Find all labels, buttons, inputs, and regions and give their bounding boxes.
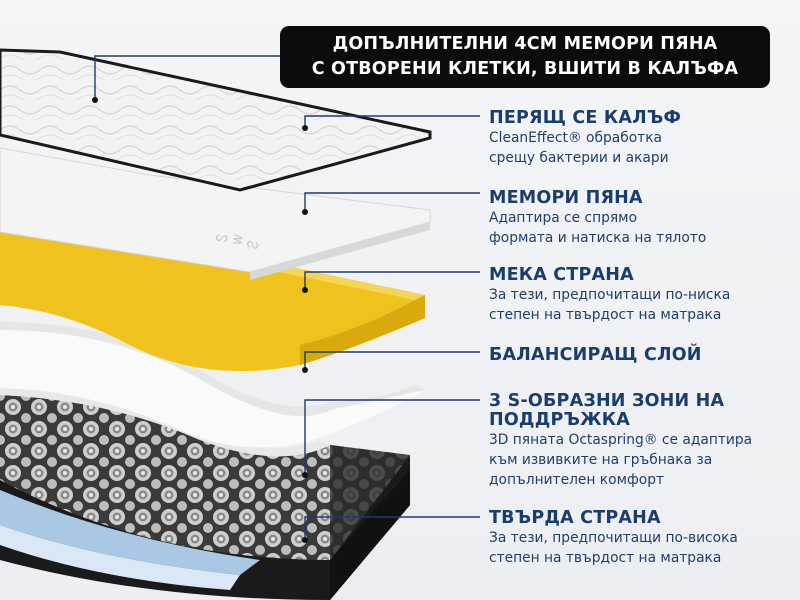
label-title: БАЛАНСИРАЩ СЛОЙ bbox=[489, 345, 702, 365]
label-title: ПЕРЯЩ СЕ КАЛЪФ bbox=[489, 108, 682, 128]
label-desc-line-2: степен на твърдост на матрака bbox=[489, 550, 722, 566]
header-banner: ДОПЪЛНИТЕЛНИ 4СМ МЕМОРИ ПЯНА С ОТВОРЕНИ … bbox=[280, 26, 770, 88]
label-desc-line-2: формата и натиска на тялото bbox=[489, 230, 707, 246]
memory-foam-layer: ᔕ ᕒ ᔓ bbox=[0, 147, 431, 280]
label-washable-cover: ПЕРЯЩ СЕ КАЛЪФ CleanEffect® обработка ср… bbox=[489, 109, 794, 168]
label-firm-side: ТВЪРДА СТРАНА За тези, предпочитащи по-в… bbox=[489, 509, 794, 568]
leader-lines bbox=[94, 55, 480, 540]
label-title: ТВЪРДА СТРАНА bbox=[489, 508, 661, 528]
label-desc-line-1: За тези, предпочитащи по-ниска bbox=[489, 287, 731, 303]
balancing-layer bbox=[0, 322, 425, 448]
header-line-1: ДОПЪЛНИТЕЛНИ 4СМ МЕМОРИ ПЯНА bbox=[332, 34, 718, 54]
label-support-zones: 3 S-ОБРАЗНИ ЗОНИ НА ПОДДРЪЖКА 3D пяната … bbox=[489, 392, 794, 490]
label-desc-line-2: срещу бактерии и акари bbox=[489, 150, 669, 166]
label-desc-line-1: Адаптира се спрямо bbox=[489, 210, 638, 226]
label-title: 3 S-ОБРАЗНИ ЗОНИ НА bbox=[489, 391, 725, 411]
label-desc-line-2: към извивките на гръбнака за bbox=[489, 452, 713, 468]
header-line-2: С ОТВОРЕНИ КЛЕТКИ, ВШИТИ В КАЛЪФА bbox=[311, 59, 739, 79]
label-desc-line-2: степен на твърдост на матрака bbox=[489, 307, 722, 323]
cover-layer bbox=[0, 48, 432, 192]
label-desc-line-3: допълнителен комфорт bbox=[489, 472, 665, 488]
label-title-line-2: ПОДДРЪЖКА bbox=[489, 410, 631, 430]
label-title: МЕМОРИ ПЯНА bbox=[489, 188, 643, 208]
label-soft-side: МЕКА СТРАНА За тези, предпочитащи по-нис… bbox=[489, 266, 794, 325]
label-memory-foam: МЕМОРИ ПЯНА Адаптира се спрямо формата и… bbox=[489, 189, 794, 248]
label-balancing-layer: БАЛАНСИРАЩ СЛОЙ bbox=[489, 346, 794, 365]
label-desc-line-1: CleanEffect® обработка bbox=[489, 130, 662, 146]
label-title: МЕКА СТРАНА bbox=[489, 265, 634, 285]
leader-dots bbox=[92, 97, 308, 543]
label-desc-line-1: За тези, предпочитащи по-висока bbox=[489, 530, 738, 546]
label-desc-line-1: 3D пяната Octaspring® се адаптира bbox=[489, 432, 753, 448]
